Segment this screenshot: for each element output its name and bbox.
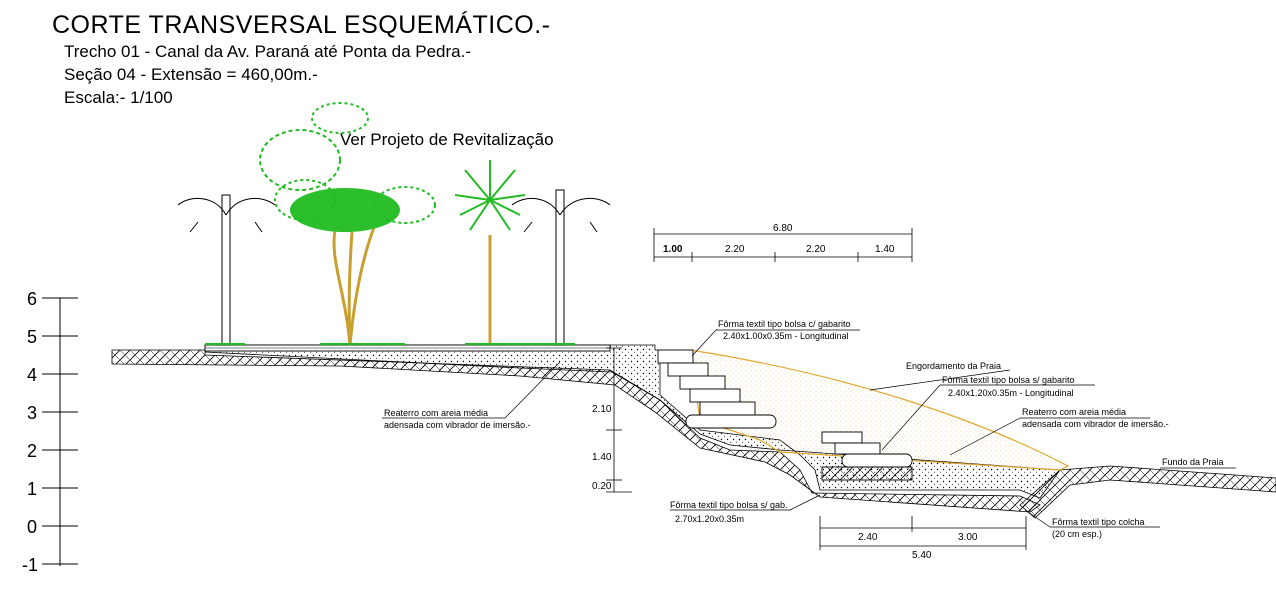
leader-lines [382,329,1236,528]
drawing-title: CORTE TRANSVERSAL ESQUEMÁTICO.- [52,11,551,39]
seabed-hatch-right [1019,465,1276,519]
axis-label: 1 [27,479,37,499]
beach-nourishment [689,349,1070,471]
tree-large [259,102,436,346]
top-dimension-4: 1.40 [875,244,895,255]
label-reaterro-left-2: adensada com vibrador de imersão.- [384,420,531,430]
label-reaterro-left: Reaterro com areia média [384,408,488,418]
top-dimension-chain [653,228,913,262]
bottom-dimension-chain [819,516,1027,550]
label-bolsa-gab-low-size: 2.70x1.20x0.35m [675,514,744,524]
left-dimension-2: 1.40 [592,452,612,463]
bottom-dimension-1: 2.40 [858,532,878,543]
left-dimension-3: 0.20 [592,481,612,492]
label-bolsa-gab-low: Fôrma textil tipo bolsa s/ gab. [670,500,788,510]
axis-label: 4 [27,365,37,385]
lamp-post-right [511,189,611,346]
label-bolsa-sem-gabarito: Fôrma textil tipo bolsa s/ gabarito [942,375,1075,385]
label-fundo-praia: Fundo da Praia [1162,457,1224,467]
geotextile-steps-upper [657,349,777,429]
label-bolsa-gabarito: Fôrma textil tipo bolsa c/ gabarito [718,319,851,329]
palm-tree [454,160,526,345]
label-colcha-thickness: (20 cm esp.) [1052,529,1102,539]
left-dimension-1: 2.10 [592,404,612,415]
bottom-dimension-total: 5.40 [912,550,932,561]
axis-label: 5 [27,327,37,347]
revitalization-note: Ver Projeto de Revitalização [340,130,554,149]
label-reaterro-right: Reaterro com areia média [1022,407,1126,417]
left-dimension-chain [606,347,632,493]
scale-line: Escala:- 1/100 [64,88,173,107]
lamp-post-left [177,194,276,346]
stretch-line: Trecho 01 - Canal da Av. Paraná até Pont… [64,42,471,61]
section-line: Seção 04 - Extensão = 460,00m.- [64,65,318,84]
axis-label: 2 [27,441,37,461]
label-bolsa-gabarito-size: 2.40x1.00x0.35m - Longitudinal [723,331,849,341]
top-dimension-2: 2.20 [725,244,745,255]
geotextile-steps-lower [821,431,913,481]
top-dimension-1: 1.00 [663,244,683,255]
top-dimension-3: 2.20 [806,244,826,255]
label-colcha: Fôrma textil tipo colcha [1052,517,1145,527]
axis-label: -1 [22,555,38,575]
bottom-dimension-2: 3.00 [958,532,978,543]
elevation-axis: 6 5 4 3 2 1 0 -1 [22,289,78,575]
label-bolsa-sem-gabarito-size: 2.40x1.20x0.35m - Longitudinal [948,388,1074,398]
label-engordamento: Engordamento da Praia [906,361,1001,371]
top-dimension-total: 6.80 [773,223,793,234]
axis-label: 6 [27,289,37,309]
axis-label: 0 [27,517,37,537]
label-reaterro-right-2: adensada com vibrador de imersão.- [1022,419,1169,429]
axis-label: 3 [27,403,37,423]
